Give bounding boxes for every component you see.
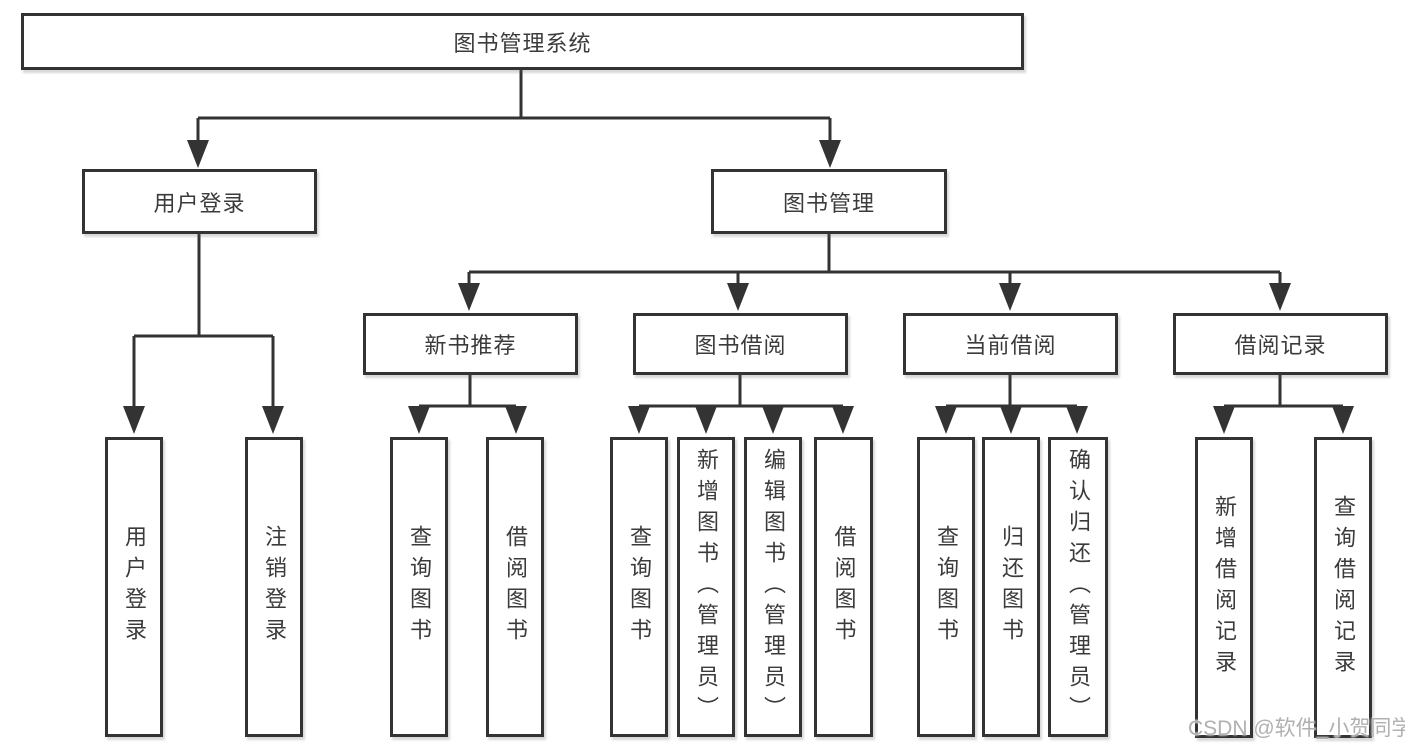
leaf-label: 注销登录: [262, 525, 287, 649]
leaf-records-query-record: 查询借阅记录: [1314, 437, 1372, 738]
node-user-login: 用户登录: [82, 169, 317, 234]
leaf-borrow-edit-books-admin: 编辑图书（管理员）: [744, 437, 802, 737]
connector-borrow: [639, 375, 843, 408]
arrow-icon: [262, 406, 284, 434]
arrow-icon: [408, 406, 430, 434]
node-new-book-recommend: 新书推荐: [363, 313, 578, 375]
arrow-icon: [999, 283, 1021, 311]
leaf-current-query-books: 查询图书: [917, 437, 975, 737]
leaf-label: 新增借阅记录: [1212, 494, 1237, 681]
arrowheads: [123, 140, 1354, 434]
arrow-icon: [123, 406, 145, 434]
leaf-label: 借阅图书: [831, 525, 857, 649]
node-root: 图书管理系统: [21, 13, 1024, 70]
leaf-records-add-record: 新增借阅记录: [1195, 437, 1253, 738]
leaf-label: 编辑图书（管理员）: [761, 447, 786, 727]
arrow-icon: [1269, 283, 1291, 311]
leaf-label: 确认归还（管理员）: [1066, 447, 1091, 727]
connector-records: [1224, 375, 1343, 408]
leaf-borrow-borrow-books: 借阅图书: [814, 437, 873, 737]
leaf-label: 查询图书: [627, 525, 652, 649]
leaf-current-return-books: 归还图书: [982, 437, 1040, 737]
leaf-borrow-query-books: 查询图书: [610, 437, 668, 737]
arrow-icon: [458, 283, 480, 311]
leaf-label: 查询借阅记录: [1331, 494, 1356, 681]
connector-root: [196, 70, 832, 144]
arrow-icon: [505, 406, 527, 434]
arrow-icon: [727, 283, 749, 311]
arrow-icon: [1000, 406, 1022, 434]
arrow-icon: [628, 406, 650, 434]
leaf-label: 归还图书: [999, 525, 1024, 649]
connector-login: [132, 234, 275, 410]
arrow-icon: [935, 406, 957, 434]
leaf-label: 用户登录: [122, 525, 147, 649]
leaf-label: 新增图书（管理员）: [694, 447, 719, 727]
leaf-label: 查询图书: [407, 525, 432, 649]
leaf-recommend-query-books: 查询图书: [390, 437, 448, 737]
connector-current: [946, 375, 1077, 408]
arrow-icon: [819, 140, 841, 168]
arrow-icon: [762, 406, 784, 434]
csdn-watermark: CSDN @软件_小贺同学: [1188, 717, 1405, 740]
leaf-label: 查询图书: [934, 525, 959, 649]
arrow-icon: [1332, 406, 1354, 434]
leaf-logout: 注销登录: [245, 437, 303, 737]
leaf-label: 借阅图书: [503, 525, 528, 649]
leaf-recommend-borrow-books: 借阅图书: [486, 437, 544, 737]
connector-manage: [467, 234, 1282, 287]
arrow-icon: [695, 406, 717, 434]
arrow-icon: [1066, 406, 1088, 434]
node-book-management: 图书管理: [711, 169, 947, 234]
leaf-borrow-add-books-admin: 新增图书（管理员）: [677, 437, 735, 737]
connector-recommend: [419, 375, 516, 408]
arrow-icon: [1213, 406, 1235, 434]
arrow-icon: [832, 406, 854, 434]
node-current-borrow: 当前借阅: [903, 313, 1118, 375]
node-borrow-records: 借阅记录: [1173, 313, 1388, 375]
leaf-user-login: 用户登录: [105, 437, 163, 737]
node-book-borrow: 图书借阅: [633, 313, 848, 375]
arrow-icon: [187, 140, 209, 168]
leaf-current-confirm-return-admin: 确认归还（管理员）: [1048, 437, 1108, 737]
